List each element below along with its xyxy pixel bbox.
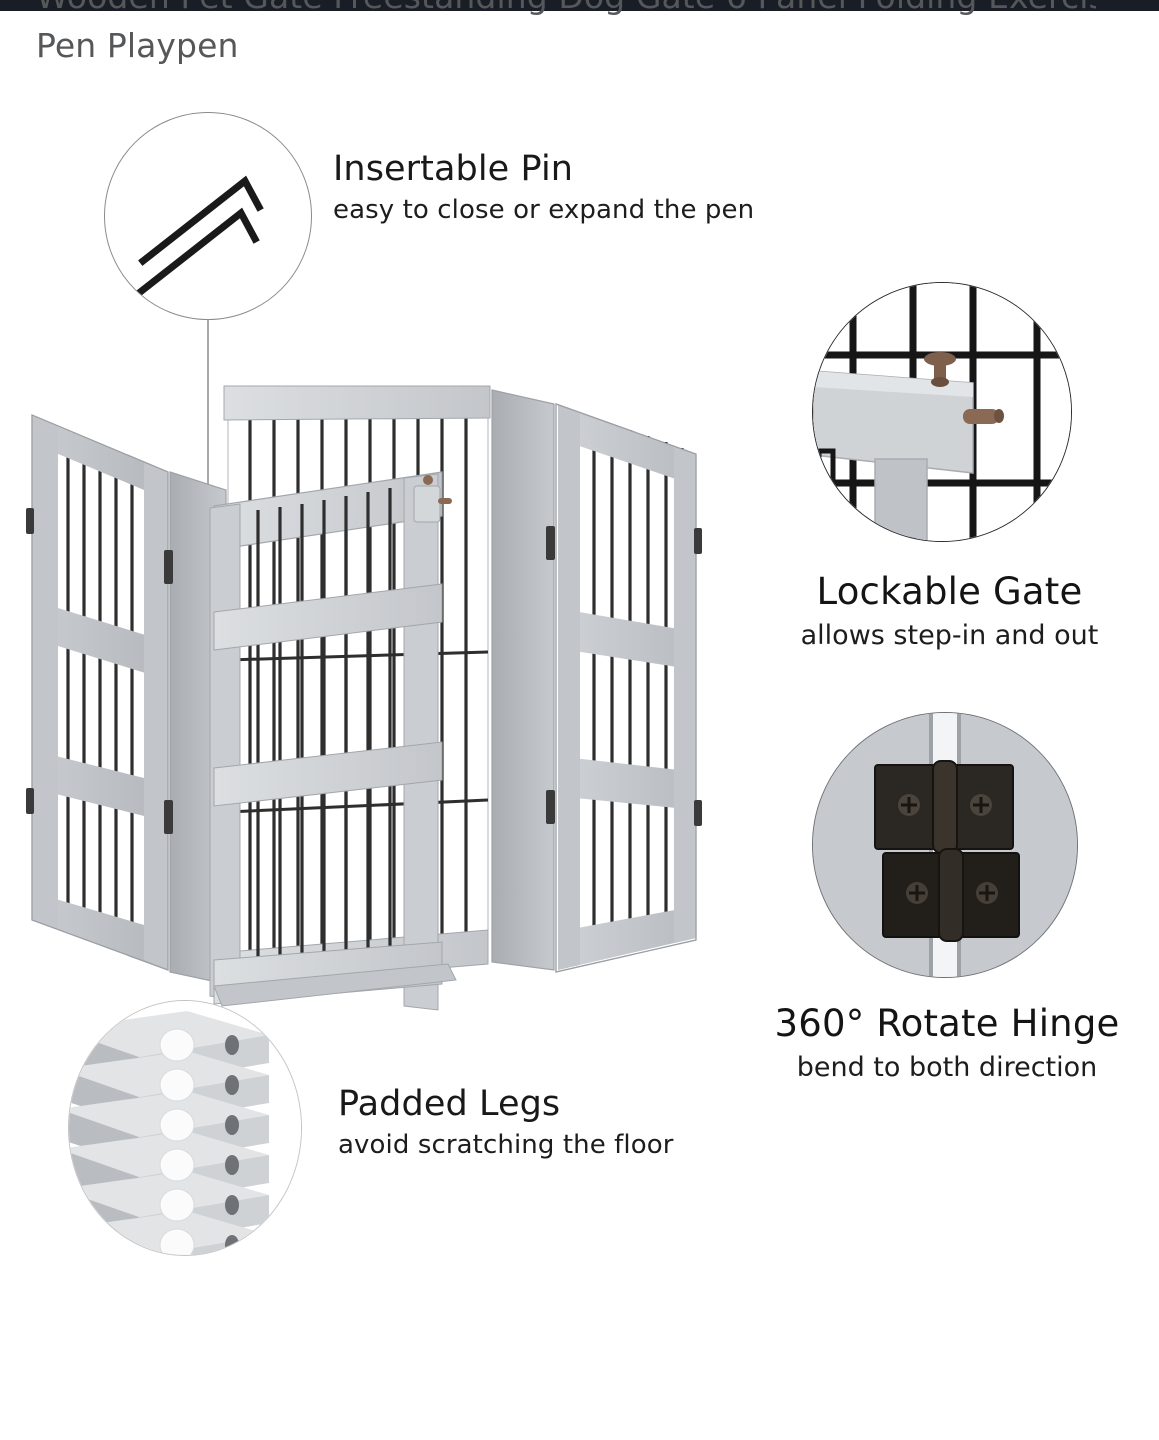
padded-legs-text-block: Padded Legs avoid scratching the floor — [338, 1082, 674, 1164]
rotate-hinge-subtitle: bend to both direction — [796, 1052, 1098, 1083]
padded-legs-title: Padded Legs — [338, 1084, 561, 1124]
product-hinges — [26, 508, 702, 834]
lockable-gate-title: Lockable Gate — [816, 570, 1083, 613]
lockable-gate-circle — [812, 282, 1072, 542]
padded-legs-subtitle: avoid scratching the floor — [338, 1130, 674, 1160]
lockable-gate-subtitle: allows step-in and out — [800, 620, 1099, 651]
rotate-hinge-title: 360° Rotate Hinge — [774, 1002, 1120, 1045]
lockable-gate-text-block: Lockable Gate allows step-in and out — [740, 568, 1159, 656]
playpen-svg — [26, 385, 702, 1011]
product-title-clipped-line: Wooden Pet Gate Freestanding Dog Gate 6 … — [36, 0, 1096, 20]
padded-leg-icon — [69, 1001, 301, 1255]
insertable-pin-title: Insertable Pin — [333, 149, 574, 189]
rotate-hinge-circle — [812, 712, 1078, 978]
pin-leader-line — [207, 320, 209, 630]
padded-legs-circle — [68, 1000, 302, 1256]
product-feature-image[interactable]: Insertable Pin easy to close or expand t… — [0, 70, 1159, 1350]
panel-right — [555, 403, 697, 973]
rotate-hinge-text-block: 360° Rotate Hinge bend to both direction — [735, 1000, 1159, 1088]
insertable-pin-subtitle: easy to close or expand the pen — [333, 195, 755, 225]
panel-left — [31, 414, 169, 971]
status-bar — [0, 0, 1159, 11]
insertable-pin-text-block: Insertable Pin easy to close or expand t… — [333, 147, 754, 229]
gate-latch-icon — [813, 283, 1071, 541]
panel-right-inner — [491, 389, 555, 971]
page-title: Pen Playpen — [36, 26, 239, 65]
bottom-action-bar — [0, 1356, 1159, 1440]
allen-key-pin-icon — [134, 175, 264, 298]
playpen-product-render — [18, 360, 718, 1030]
insertable-pin-circle — [104, 112, 312, 320]
hinge-icon — [813, 713, 1077, 977]
gate-latch — [413, 475, 452, 523]
swing-gate — [209, 471, 457, 1011]
